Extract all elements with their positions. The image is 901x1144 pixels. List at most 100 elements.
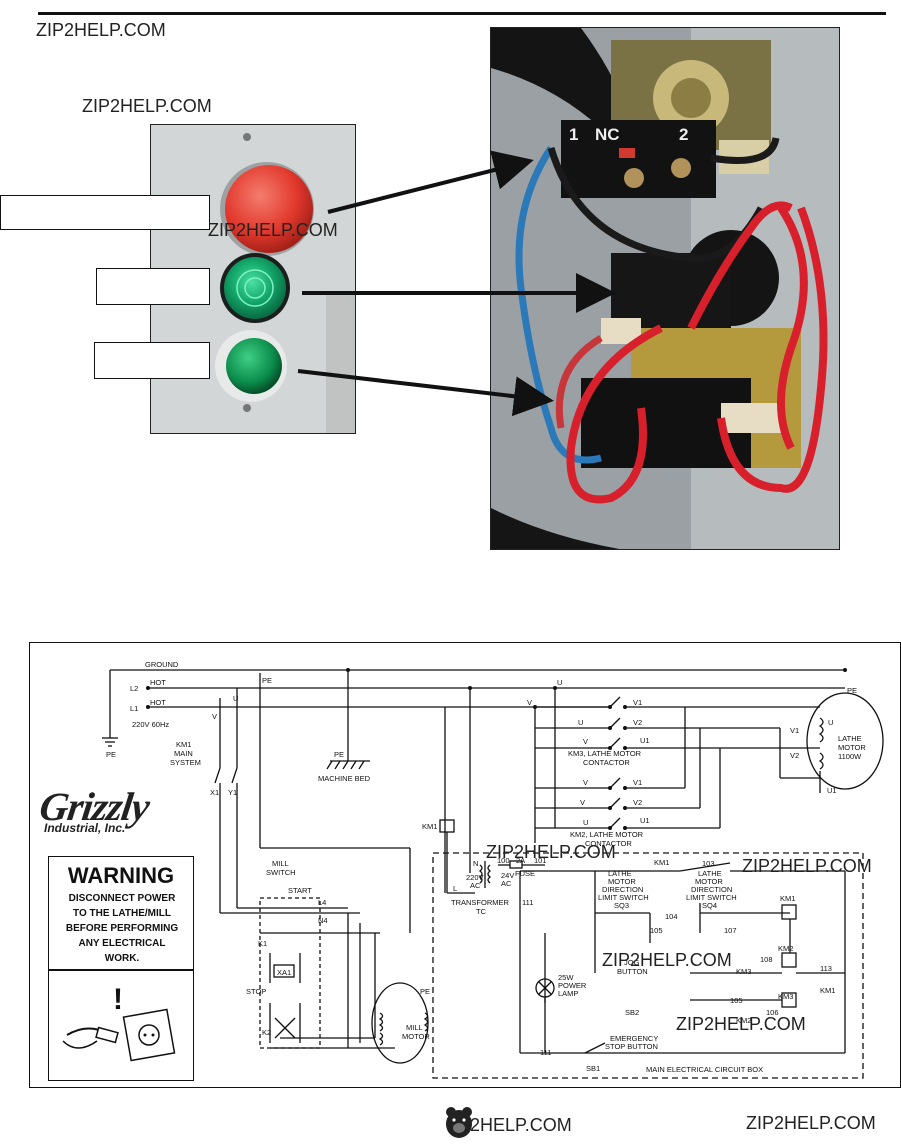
- label-u-main: U: [233, 694, 238, 703]
- label-pe-lathe: PE: [847, 686, 857, 695]
- watermark-schem-4: ZIP2HELP.COM: [676, 1014, 806, 1034]
- label-l2: L2: [130, 684, 138, 693]
- label-lathe-motor-1: LATHE: [838, 734, 862, 743]
- label-jog-2: BUTTON: [617, 967, 648, 976]
- label-mill-motor-2: MOTOR: [402, 1032, 430, 1041]
- watermark-schem-1: ZIP2HELP.COM: [486, 842, 616, 862]
- label-104: 104: [665, 912, 678, 921]
- label-v-km2: V: [583, 778, 588, 787]
- label-pe-top: PE: [262, 676, 272, 685]
- watermark-schem-3: ZIP2HELP.COM: [602, 950, 732, 970]
- label-111b: 111: [540, 1048, 551, 1057]
- label-tc: TC: [476, 907, 487, 916]
- label-k2: K2: [262, 1028, 271, 1037]
- top-rule: [38, 12, 886, 15]
- warning-line-2: TO THE LATHE/MILL: [73, 908, 171, 919]
- callout-emergency-stop: [0, 195, 210, 230]
- label-sq4-5: SQ4: [702, 901, 717, 910]
- label-n: N: [473, 859, 478, 868]
- label-113: 113: [820, 964, 832, 973]
- label-ground: GROUND: [145, 660, 179, 669]
- label-v-km2b: V: [580, 798, 585, 807]
- label-km1-contact2: KM1: [820, 986, 835, 995]
- label-u-km3: U: [578, 718, 583, 727]
- label-l: L: [453, 884, 457, 893]
- label-v-main: V: [212, 712, 217, 721]
- warning-line-1: DISCONNECT POWER: [68, 893, 176, 904]
- label-220v: 220V: [466, 873, 484, 882]
- bear-logo-icon: [446, 1107, 472, 1138]
- grizzly-logo-subtitle: Industrial, Inc.: [44, 821, 126, 835]
- label-k1: K1: [258, 939, 267, 948]
- callout-power-lamp: [96, 268, 210, 305]
- label-n4: N4: [318, 916, 328, 925]
- callout-jog-button: [94, 342, 210, 379]
- label-xa1: XA1: [277, 968, 291, 977]
- label-km1-main: KM1: [176, 740, 191, 749]
- label-sq3-5: SQ3: [614, 901, 629, 910]
- label-v-km3b: V: [583, 737, 588, 746]
- label-lamp-3: LAMP: [558, 989, 578, 998]
- label-x1: X1: [210, 788, 219, 797]
- label-circuit-box: MAIN ELECTRICAL CIRCUIT BOX: [646, 1065, 763, 1074]
- label-mill-switch-1: MILL: [272, 859, 289, 868]
- label-km2-coil: KM2: [778, 944, 793, 953]
- label-v1-km3: V1: [633, 698, 642, 707]
- label-l1: L1: [130, 704, 138, 713]
- label-sq4-1: LATHE: [698, 869, 722, 878]
- watermark-photo: ZIP2HELP.COM: [208, 220, 338, 240]
- label-v-km3: V: [527, 698, 532, 707]
- warning-title: WARNING: [67, 863, 175, 888]
- label-km2: KM2, LATHE MOTOR: [570, 830, 644, 839]
- label-stop: STOP: [246, 987, 266, 996]
- label-v2-km2: V2: [633, 798, 642, 807]
- warning-divider: [49, 969, 193, 971]
- terminal-label-2: 2: [679, 125, 688, 144]
- label-100: 100: [497, 856, 510, 865]
- label-sb1: SB1: [586, 1064, 600, 1073]
- label-sq4-4: LIMIT SWITCH: [686, 893, 737, 902]
- label-km1-coil: KM1: [422, 822, 437, 831]
- label-estop-1: EMERGENCY: [610, 1034, 658, 1043]
- label-sq4-3: DIRECTION: [691, 885, 732, 894]
- label-km2-contact: KM2: [736, 1016, 751, 1025]
- label-sq4-2: MOTOR: [695, 877, 723, 886]
- watermark-panel: ZIP2HELP.COM: [82, 96, 212, 116]
- warning-text: DISCONNECT POWER TO THE LATHE/MILL BEFOR…: [53, 891, 191, 966]
- label-estop-2: STOP BUTTON: [605, 1042, 658, 1051]
- label-220v-ac: AC: [470, 881, 481, 890]
- label-u1-km3: U1: [640, 736, 650, 745]
- label-sq3-3: DIRECTION: [602, 885, 643, 894]
- label-sq3-2: MOTOR: [608, 877, 636, 886]
- label-lamp-1: 25W: [558, 973, 574, 982]
- callout-arrows: [297, 150, 616, 417]
- label-v1-lathe: V1: [790, 726, 799, 735]
- label-voltage: 220V 60Hz: [132, 720, 169, 729]
- label-km2-2: CONTACTOR: [585, 839, 632, 848]
- label-108: 108: [760, 955, 773, 964]
- label-transformer: TRANSFORMER: [451, 898, 510, 907]
- label-mill-switch-2: SWITCH: [266, 868, 296, 877]
- label-l4: L4: [318, 898, 326, 907]
- label-machine-bed: MACHINE BED: [318, 774, 371, 783]
- label-hot-l2: HOT: [150, 678, 166, 687]
- label-105a: 105: [650, 926, 663, 935]
- label-hot-l1: HOT: [150, 698, 166, 707]
- label-u-top: U: [557, 678, 562, 687]
- terminal-label-nc: NC: [595, 125, 620, 144]
- label-km1-main-3: SYSTEM: [170, 758, 201, 767]
- label-km1-coil2: KM1: [780, 894, 795, 903]
- label-u1-lathe: U1: [827, 786, 837, 795]
- label-jog-1: JOG: [624, 958, 640, 967]
- label-103: 103: [702, 859, 715, 868]
- label-u1-km2: U1: [640, 816, 650, 825]
- label-km3-contact: KM3: [736, 967, 751, 976]
- label-pe-mill: PE: [420, 987, 430, 996]
- watermark-top: ZIP2HELP.COM: [36, 20, 166, 40]
- label-sq3-4: LIMIT SWITCH: [598, 893, 649, 902]
- label-km1-main-2: MAIN: [174, 749, 193, 758]
- label-v1-km2: V1: [633, 778, 642, 787]
- label-km3-2: CONTACTOR: [583, 758, 630, 767]
- label-km3: KM3, LATHE MOTOR: [568, 749, 642, 758]
- label-101: 101: [534, 856, 547, 865]
